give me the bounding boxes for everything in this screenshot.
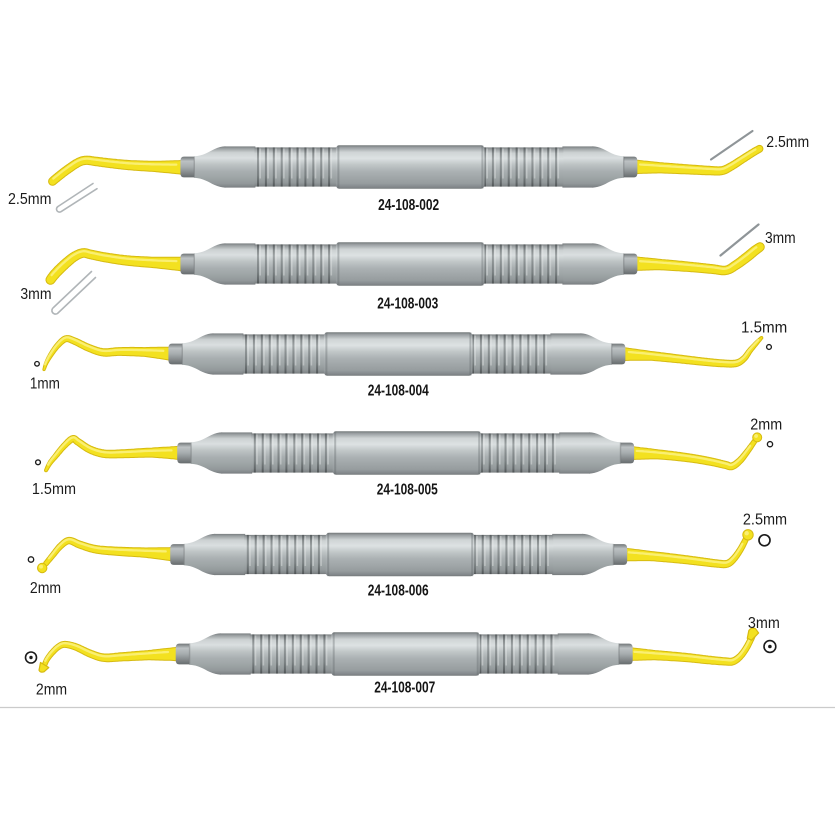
svg-text:2.5mm: 2.5mm — [8, 191, 51, 208]
svg-text:24-108-004: 24-108-004 — [368, 383, 429, 400]
svg-text:2.5mm: 2.5mm — [743, 511, 787, 528]
svg-text:2mm: 2mm — [750, 417, 782, 434]
svg-text:3mm: 3mm — [748, 615, 780, 632]
svg-text:1mm: 1mm — [30, 375, 60, 392]
svg-text:2.5mm: 2.5mm — [766, 134, 809, 151]
svg-text:2mm: 2mm — [36, 682, 67, 699]
svg-text:2mm: 2mm — [30, 580, 61, 597]
svg-text:24-108-006: 24-108-006 — [368, 583, 429, 600]
svg-text:1.5mm: 1.5mm — [32, 481, 76, 498]
svg-text:1.5mm: 1.5mm — [741, 320, 787, 337]
svg-text:24-108-003: 24-108-003 — [377, 296, 438, 313]
svg-text:24-108-002: 24-108-002 — [378, 197, 439, 214]
svg-text:24-108-007: 24-108-007 — [374, 680, 435, 697]
svg-text:3mm: 3mm — [765, 230, 796, 247]
svg-text:3mm: 3mm — [20, 286, 51, 303]
svg-text:24-108-005: 24-108-005 — [377, 481, 438, 498]
